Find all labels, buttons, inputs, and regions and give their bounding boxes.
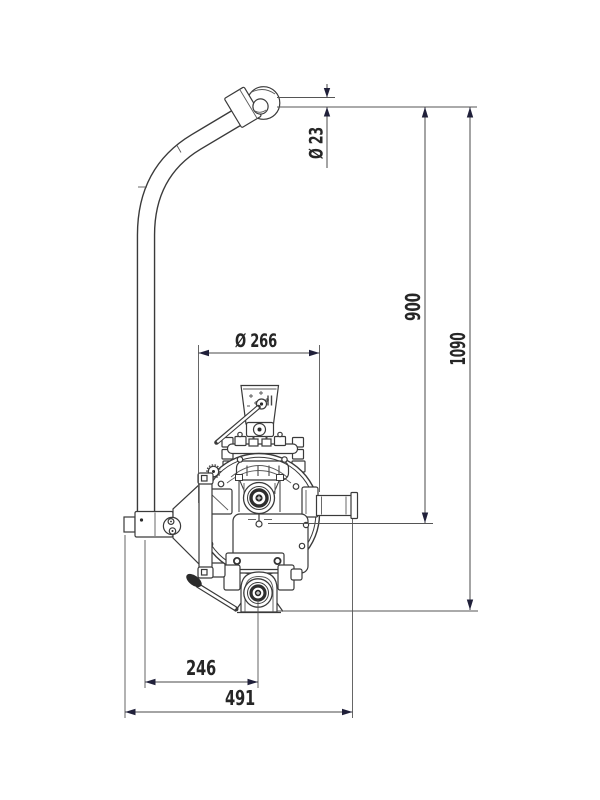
vent-bolt-right [281,456,288,463]
left-wing-line [209,492,229,511]
dim-arm-offset: 246 [145,656,258,686]
clamp-jaw-arc [249,89,276,95]
clamp-side-stub [123,516,136,533]
bottom-knob-cross [256,591,260,595]
side-handle [315,491,359,520]
yoke-foot-bottom [197,566,214,579]
dim-label-overall-width: 491 [225,686,255,710]
weld-tick-upper [176,145,182,153]
face-bolt-upper-right [292,483,300,490]
dim-label-spigot-diameter: Ø 23 [306,127,328,159]
pivot-center-mark [255,520,263,528]
dim-label-body-diameter: Ø 266 [235,330,277,352]
dim-label-arm-offset: 246 [186,656,216,680]
lever-grip [186,573,202,588]
tilt-lock-assembly [214,384,287,447]
yoke-foot-bolt-top [200,474,208,482]
dim-label-overall-height: 1090 [446,333,470,366]
plate-II-mark [267,395,273,406]
tilt-pivot-dot [259,402,264,406]
locking-lever [186,562,239,612]
bottom-plate-bolt-left [232,557,241,566]
dim-body-diameter: Ø 266 [198,330,320,357]
clamp-bolt-slot [254,109,267,113]
yoke-foot-top [197,472,214,485]
yoke-screw-2-dot [171,530,174,532]
top-knob-cross [256,495,262,501]
yoke-mount-plate [198,475,213,573]
dim-label-drop-height: 900 [401,293,425,321]
cage-top-left [235,474,243,481]
clamp-bolt [252,98,269,115]
clamp-screw-dot [139,518,144,522]
dim-drop-height: 900 [401,107,429,523]
dome-wing-left [223,564,241,591]
clamp-block [224,86,262,128]
top-knob [242,481,276,515]
vent-bolt-left [236,456,244,463]
cage-top-right [276,474,284,481]
plate-bolt-right [298,542,306,550]
dim-spigot-diameter: Ø 23 [306,84,331,168]
arm-tube-fill [138,107,248,512]
top-hook-clamp [224,86,281,128]
arm-bottom-clamp [123,510,174,538]
yoke-foot-bolt-bottom [200,568,208,576]
dim-overall-height: 1090 [446,107,474,610]
tilt-lever-fill [216,406,259,443]
handle-end-cap [350,491,359,520]
clamp-fittings-row [234,431,287,447]
dim-overall-width: 491 [125,686,353,716]
foot-tab-right [290,568,303,581]
yoke-screw-1-dot [170,520,172,523]
handle-bracket [301,486,319,518]
bottom-plate [225,552,285,571]
pivot-bracket-dot [257,427,262,432]
spotlight-fixture [123,86,359,614]
yoke-arm [162,472,214,579]
gear-teeth [206,464,221,479]
dimension-annotations: Ø 23 900 1090 Ø 266 246 [124,84,478,718]
vent-plate [235,460,290,481]
gear-center [212,470,215,473]
face-bolt-upper-left [217,480,225,488]
bottom-plate-bolt-right [273,557,282,566]
mounting-arm [136,106,248,512]
lever-bar-fill [198,585,236,610]
